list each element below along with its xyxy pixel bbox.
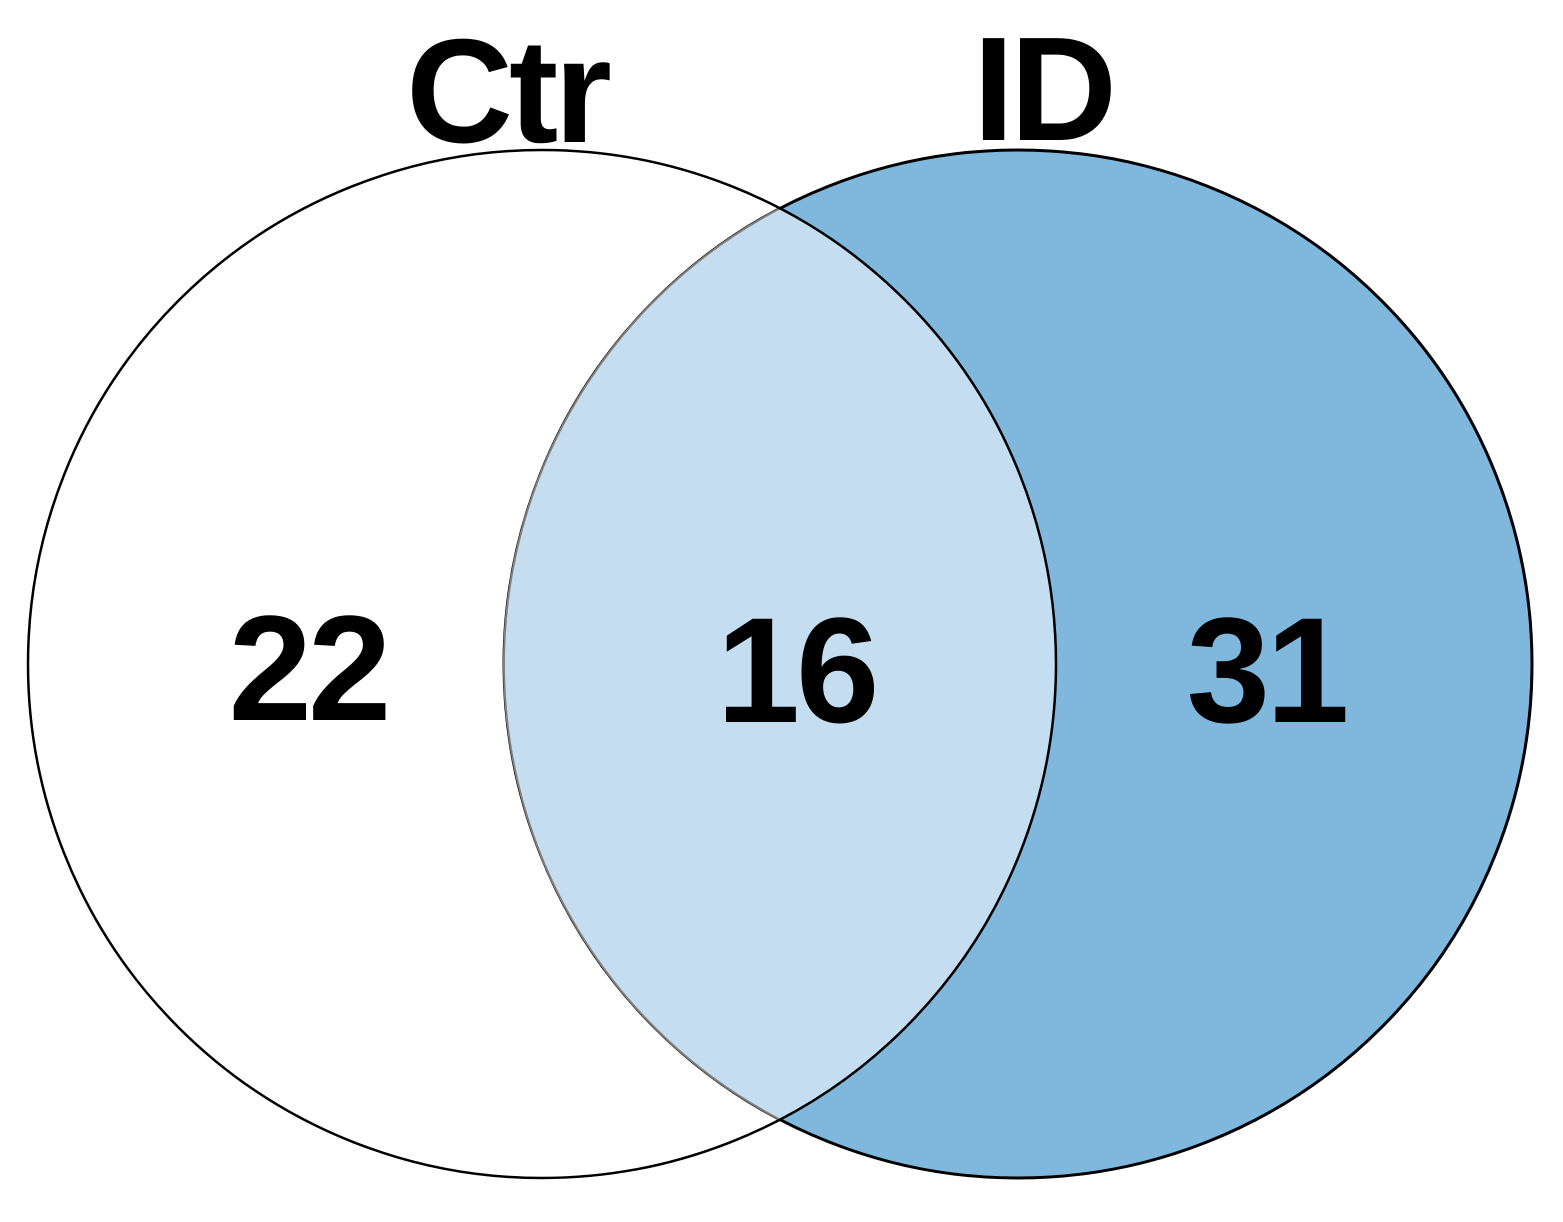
id-set-label: ID xyxy=(973,7,1113,172)
id-only-count: 31 xyxy=(1187,586,1346,754)
ctr-set-label: Ctr xyxy=(406,9,610,174)
overlap-count: 16 xyxy=(717,586,876,754)
venn-circle-ctr xyxy=(26,148,1058,1180)
ctr-only-count: 22 xyxy=(229,584,388,752)
